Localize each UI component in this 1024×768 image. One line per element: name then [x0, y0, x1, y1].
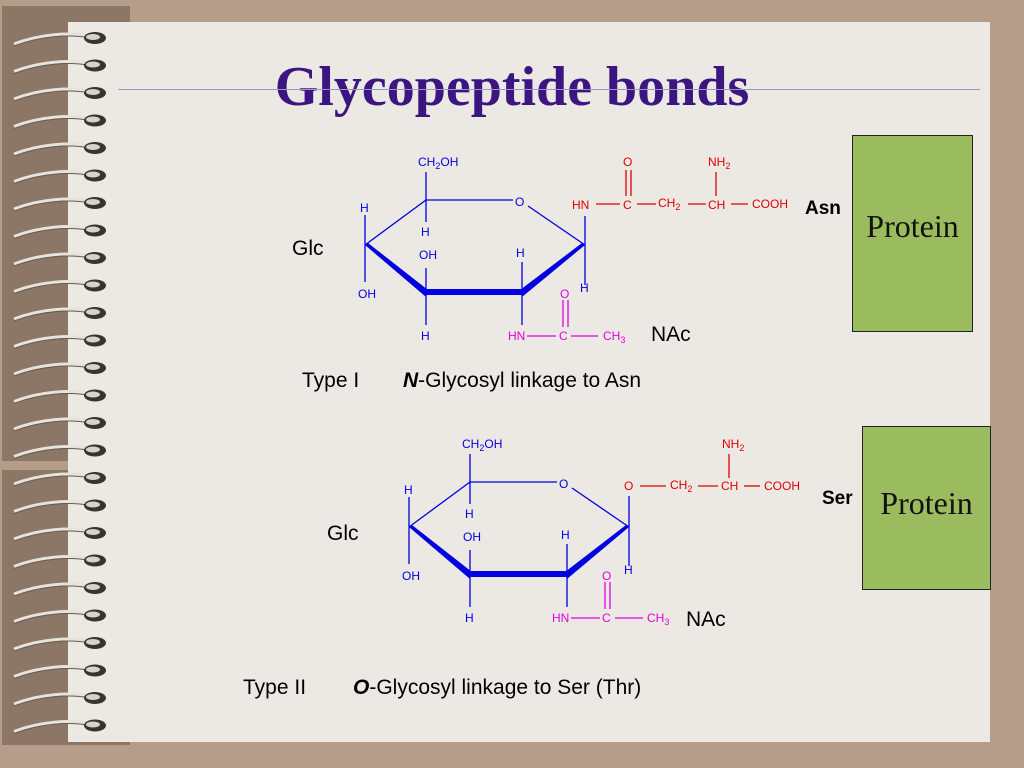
binder-ring [13, 114, 106, 129]
glc-label-type2: Glc [327, 522, 359, 545]
ch2-label: CH2 [670, 478, 692, 494]
cooh-label: COOH [764, 479, 800, 493]
binder-ring [13, 142, 106, 157]
h-label: H [561, 528, 570, 542]
h-label: H [465, 611, 474, 625]
type2-caption: Type II [243, 676, 307, 699]
ser-label: Ser [822, 488, 853, 509]
asn-label: Asn [805, 198, 841, 219]
binder-ring [13, 87, 106, 102]
binder-ring [13, 197, 106, 212]
binder-ring [13, 334, 106, 349]
title-divider [118, 89, 980, 90]
h-label: H [580, 281, 589, 295]
binder-ring [13, 59, 106, 74]
binder-ring [13, 362, 106, 377]
carbon-label: C [602, 611, 611, 625]
binder-ring [13, 252, 106, 267]
ch-label: CH [708, 198, 725, 212]
cooh-label: COOH [752, 197, 788, 211]
binder-ring [13, 417, 106, 432]
ch-label: CH [721, 479, 738, 493]
ch2oh-label: CH2OH [418, 155, 458, 171]
h-label: H [421, 329, 430, 343]
hn-label: HN [508, 329, 525, 343]
binder-ring [13, 169, 106, 184]
h-label: H [624, 563, 633, 577]
type2-linkage: O-Glycosyl linkage to Ser (Thr) [353, 676, 642, 699]
protein-label: Protein [880, 484, 973, 521]
slide-paper [68, 22, 990, 742]
ring-oxygen-label: O [559, 477, 568, 491]
ch3-label: CH3 [603, 329, 625, 345]
protein-box-type2: Protein [862, 426, 991, 590]
oh-label: OH [463, 530, 481, 544]
oh-label: OH [358, 287, 376, 301]
binder-ring [13, 224, 106, 239]
ch2-label: CH2 [658, 196, 680, 212]
carbon-label: C [623, 198, 632, 212]
oh-label: OH [419, 248, 437, 262]
ring-oxygen-label: O [515, 195, 524, 209]
binder-ring [13, 637, 106, 652]
binder-ring [13, 389, 106, 404]
binder-ring [13, 32, 106, 47]
h-label: H [516, 246, 525, 260]
binder-spirals [13, 32, 106, 734]
oh-label: OH [402, 569, 420, 583]
carbon-label: C [559, 329, 568, 343]
slide-title: Glycopeptide bonds [274, 56, 750, 118]
oxygen-label: O [602, 569, 611, 583]
h-label: H [421, 225, 430, 239]
binder-ring [13, 444, 106, 459]
ch2oh-label: CH2OH [462, 437, 502, 453]
nh2-label: NH2 [722, 437, 744, 453]
binder-ring [13, 279, 106, 294]
hn-label: HN [552, 611, 569, 625]
oxygen-label: O [624, 479, 633, 493]
binder-ring [13, 527, 106, 542]
binder-ring [13, 582, 106, 597]
nac-label-type2: NAc [686, 608, 726, 631]
binder-ring [13, 472, 106, 487]
nh2-label: NH2 [708, 155, 730, 171]
ch3-label: CH3 [647, 611, 669, 627]
protein-label: Protein [866, 207, 959, 244]
nac-label-type1: NAc [651, 323, 691, 346]
h-label: H [465, 507, 474, 521]
binder-ring [13, 609, 106, 624]
h-label: H [404, 483, 413, 497]
protein-box-type1: Protein [852, 135, 973, 332]
type1-caption: Type I [302, 369, 360, 392]
binder-ring [13, 307, 106, 322]
hn-label: HN [572, 198, 589, 212]
type1-linkage: N-Glycosyl linkage to Asn [403, 369, 642, 392]
binder-ring [13, 719, 106, 734]
h-label: H [360, 201, 369, 215]
binder-ring [13, 554, 106, 569]
oxygen-label: O [623, 155, 632, 169]
binder-ring [13, 664, 106, 679]
oxygen-label: O [560, 287, 569, 301]
glc-label-type1: Glc [292, 237, 324, 260]
binder-ring [13, 499, 106, 514]
binder-ring [13, 692, 106, 707]
